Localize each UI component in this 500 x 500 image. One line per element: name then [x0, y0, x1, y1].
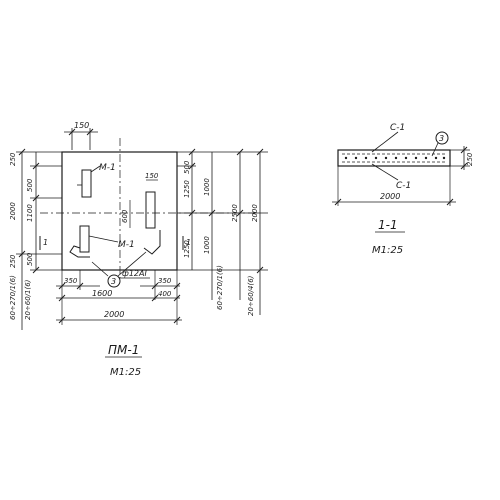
left-dim-250-low: 250 [9, 254, 17, 268]
bottom-dim-1600: 1600 [92, 289, 112, 298]
left-dim-250-top: 250 [9, 152, 17, 166]
label-600: 600 [121, 209, 129, 223]
left-dim-1100: 1100 [26, 204, 34, 222]
right-dim-2500: 2500 [231, 204, 239, 222]
cut-mark-right: 1 [186, 238, 191, 247]
section-label-c1-top: С-1 [390, 123, 405, 133]
section-title: 1-1 [378, 218, 398, 232]
plan-view: 150 М-1 150 600 М-1 1 1 3 ф12АI [9, 121, 268, 378]
cut-mark-left: 1 [43, 238, 48, 247]
slab-outline [61, 151, 178, 271]
bottom-dimensions: 350 350 1600 400 2000 [56, 270, 182, 325]
bottom-dim-350-right: 350 [158, 277, 172, 285]
left-outer-dim-1: 60÷270/1(6) [9, 275, 17, 320]
right-dimensions: 500 1250 1000 2500 2000 1250 1000 60÷270… [177, 148, 268, 316]
bottom-dim-400: 400 [158, 290, 172, 298]
embedded-plate-right [145, 191, 156, 229]
lifting-loop-left [69, 245, 90, 258]
left-outer-dim-2: 20÷60/1(6) [24, 279, 32, 320]
section-view: С-1 С-1 3 250 2000 1-1 М1:25 [332, 123, 474, 256]
label-m1-mid: М-1 [118, 240, 135, 250]
rebar-label: ф12АI [122, 269, 147, 278]
embedded-plate-m1-top [81, 169, 92, 198]
top-dim-label: 150 [74, 121, 89, 130]
svg-text:3: 3 [439, 134, 444, 143]
right-dim-1250-low: 1250 [183, 240, 191, 258]
callout-3-plan [107, 274, 121, 288]
svg-text:3: 3 [111, 277, 116, 286]
embedded-plate-m1-low [79, 225, 90, 253]
left-dim-500-low: 500 [26, 252, 34, 266]
section-dim-2000: 2000 [380, 192, 400, 201]
section-outline [337, 149, 451, 167]
label-m1-top: М-1 [99, 163, 116, 173]
left-dimensions: 250 500 2000 1100 250 500 60÷270/1(6) 20… [9, 148, 62, 330]
lifting-loop-right [143, 230, 161, 255]
plan-title: ПМ-1 [108, 343, 139, 357]
callout-3-section [435, 131, 449, 145]
left-dim-500: 500 [26, 178, 34, 192]
right-dim-500: 500 [183, 160, 191, 174]
right-dim-2000: 2000 [251, 204, 259, 222]
bottom-dim-2000: 2000 [104, 310, 124, 319]
bottom-dim-350-left: 350 [64, 277, 78, 285]
section-scale: М1:25 [372, 245, 403, 256]
right-dim-1250-top: 1250 [183, 180, 191, 198]
right-outer-dim-1: 60÷270/1(6) [216, 265, 224, 310]
right-dim-1000-low: 1000 [203, 236, 211, 254]
left-dim-2000: 2000 [9, 202, 17, 220]
plan-scale: М1:25 [110, 367, 141, 378]
right-dim-1000-top: 1000 [203, 178, 211, 196]
section-dim-250: 250 [466, 152, 474, 166]
label-150: 150 [145, 172, 159, 180]
rebar-dots [344, 156, 446, 160]
section-label-c1-bottom: С-1 [396, 181, 411, 191]
top-dimension: 150 [64, 121, 98, 150]
right-outer-dim-2: 20÷60/4(6) [247, 275, 255, 316]
